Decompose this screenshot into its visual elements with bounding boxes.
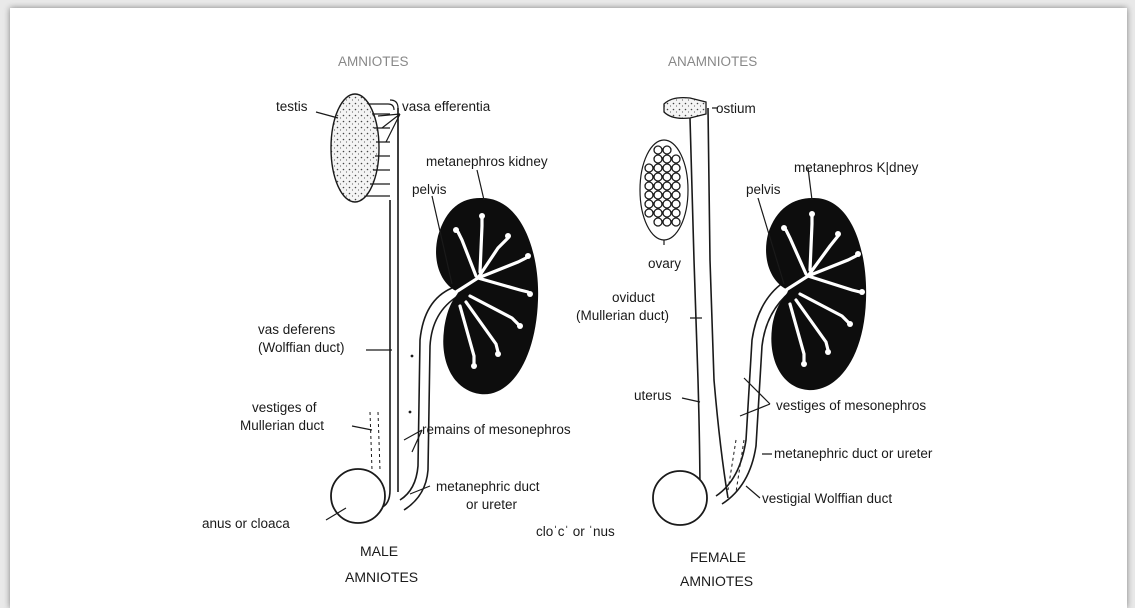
label-metanephric-duct: metanephric duct [436,479,540,494]
ovum-dot [654,209,662,217]
ovum-dot [654,218,662,226]
label-cloaca-or-anus: cloˈcˈ or ˈnus [536,524,615,539]
label-oviduct: oviduct [612,290,655,305]
ovum-dot [663,191,671,199]
label-metanephros-kidney-female: metanephros K|dney [794,160,919,175]
ovum-dot [663,155,671,163]
ovum-dot [663,209,671,217]
ovum-dot [654,182,662,190]
label-mullerian-duct-female: (Mullerian duct) [576,308,669,323]
label-ovary: ovary [648,256,681,271]
male-kidney-shape [436,198,538,394]
ovum-dot [663,200,671,208]
label-vas-deferens: vas deferens [258,322,336,337]
title-left-cropped: AMNIOTES [338,54,409,69]
label-remains-of-mesonephros: remains of mesonephros [422,422,571,437]
label-testis: testis [276,99,308,114]
label-vestiges-of-mesonephros: vestiges of mesonephros [776,398,926,413]
ovum-dot [663,182,671,190]
ovum-dot [663,164,671,172]
male-diagram: testis vasa efferentia metanephros kidne… [202,94,571,585]
label-metanephric-duct-female: metanephric duct or ureter [774,446,933,461]
caption-female-amniotes: AMNIOTES [680,573,753,589]
ovum-dot [672,218,680,226]
label-vasa-efferentia: vasa efferentia [402,99,491,114]
label-uterus: uterus [634,388,672,403]
ovum-dot [654,200,662,208]
ovary-shape [640,140,688,240]
oviduct-duct [690,118,700,500]
label-pelvis: pelvis [412,182,447,197]
label-wolffian-duct: (Wolffian duct) [258,340,345,355]
male-ureter [400,288,452,500]
ovum-dot [645,209,653,217]
ovum-dot [663,218,671,226]
mullerian-vestige-lines [370,412,380,470]
label-mullerian-duct: Mullerian duct [240,418,324,433]
ovum-dot [672,173,680,181]
label-vestigial-wolffian-duct: vestigial Wolffian duct [762,491,892,506]
female-kidney-shape [766,198,866,390]
female-cloaca-circle [653,471,707,525]
ovum-dot [672,209,680,217]
ovum-dot [663,146,671,154]
ovum-dot [645,164,653,172]
female-diagram: ostium metanephros K|dney pelvis ovary o… [536,98,933,589]
vas-deferens-duct [380,200,390,508]
ovum-dot [672,200,680,208]
ovum-dot [672,164,680,172]
caption-male: MALE [360,543,398,559]
ovum-dot [645,200,653,208]
label-or-ureter: or ureter [466,497,518,512]
ovum-dot [672,191,680,199]
cloaca-circle [331,469,385,523]
label-vestiges-of: vestiges of [252,400,317,415]
caption-male-amniotes: AMNIOTES [345,569,418,585]
testis-shape [331,94,379,202]
label-metanephros-kidney: metanephros kidney [426,154,548,169]
ovum-dot [654,146,662,154]
female-ureter [716,282,784,496]
ovum-dot [645,173,653,181]
ovum-dot [645,182,653,190]
ovum-dot [645,191,653,199]
ovum-dot [654,191,662,199]
label-anus-or-cloaca: anus or cloaca [202,516,290,531]
ovum-dot [654,173,662,181]
ovum-dot [663,173,671,181]
label-pelvis-female: pelvis [746,182,781,197]
title-right-cropped: ANAMNIOTES [668,54,757,69]
ostium-funnel [664,98,706,119]
ovum-dot [672,155,680,163]
ovum-dot [654,164,662,172]
ovum-dot [654,155,662,163]
caption-female: FEMALE [690,549,746,565]
label-ostium: ostium [716,101,756,116]
ovum-dot [672,182,680,190]
